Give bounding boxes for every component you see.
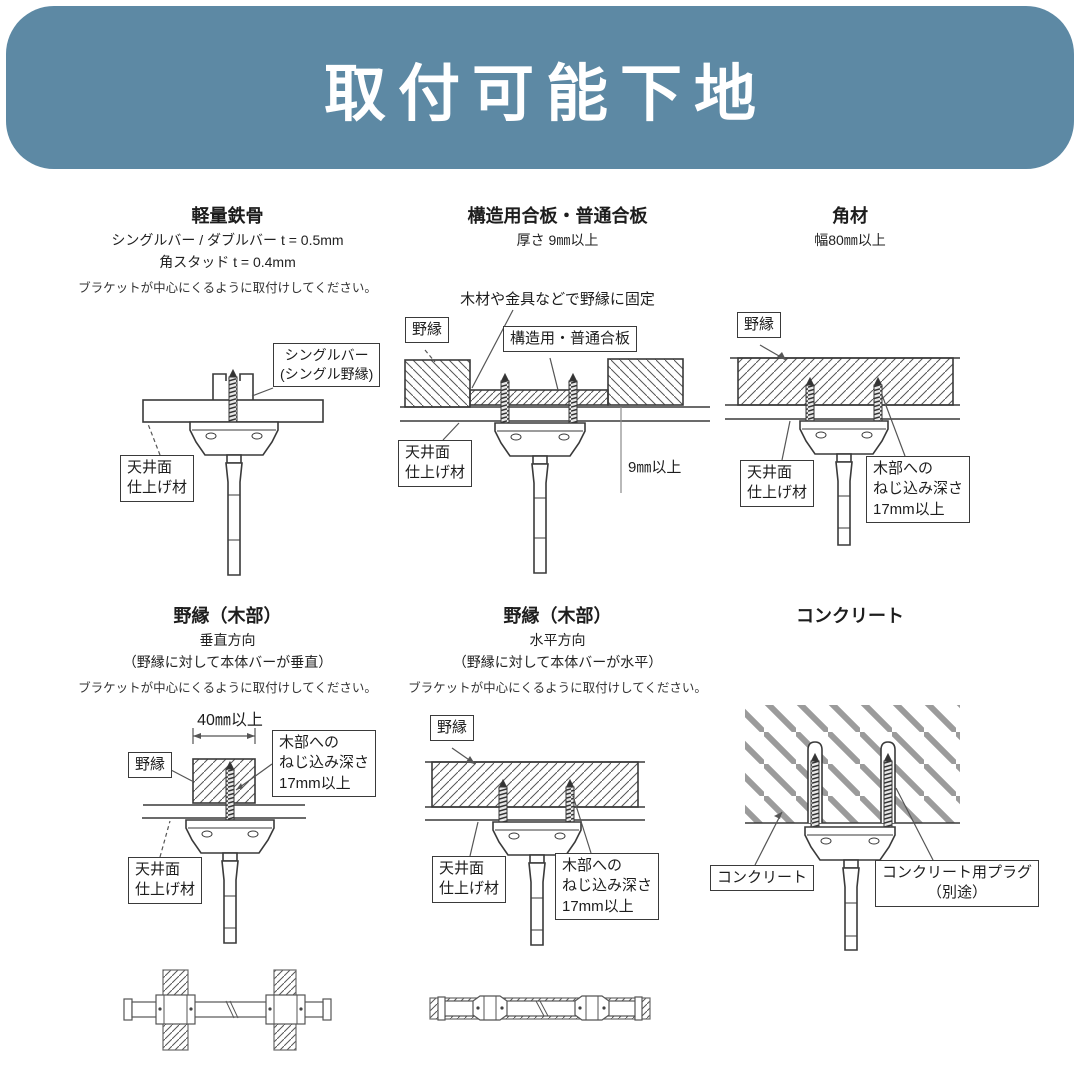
label-ceiling-finish: 天井面 仕上げ材 <box>398 440 473 487</box>
dim-9mm-text: 9㎜以上 <box>628 459 682 476</box>
label-nobuchi: 野縁 <box>128 752 173 779</box>
label-concrete: コンクリート <box>710 865 815 892</box>
mini-diagram-perpendicular <box>60 955 395 1080</box>
hanging-rod <box>842 867 860 951</box>
label-nobuchi: 野縁 <box>430 715 475 742</box>
break-mark <box>535 1000 549 1017</box>
single-bar-channel <box>212 373 254 400</box>
panel-title: 野縁（木部） <box>503 606 612 626</box>
mini-diagram-parallel <box>395 955 720 1080</box>
diagram-nobuchi-horizontal: 野縁 天井面 仕上げ材 木部への ねじ込み深さ 17mm以上 <box>395 700 720 955</box>
label-ceiling-finish: 天井面 仕上げ材 <box>120 455 195 502</box>
panel-head-nobuchi-vertical: 野縁（木部） 垂直方向 （野縁に対して本体バーが垂直） ブラケットが中心にくるよ… <box>60 603 395 697</box>
plywood-strip <box>469 389 609 406</box>
leader-lines <box>424 309 559 441</box>
furring-beam <box>431 761 639 808</box>
bracket-body <box>799 420 889 463</box>
panel-note: ブラケットが中心にくるように取付けしてください。 <box>78 681 377 695</box>
bar-bracket <box>574 995 610 1021</box>
label-ceiling-finish: 天井面 仕上げ材 <box>432 856 507 903</box>
main-bar <box>437 995 643 1021</box>
label-screw-depth: 木部への ねじ込み深さ 17mm以上 <box>555 853 660 920</box>
diagram-nobuchi-vertical: 40㎜以上 野縁 木部への ねじ込み深さ 17mm以上 天井面 仕上げ材 <box>60 700 395 955</box>
panel-spec: シングルバー / ダブルバー t = 0.5mm <box>111 232 344 248</box>
concrete-plug <box>807 741 823 828</box>
dim-40mm-text: 40㎜以上 <box>197 712 263 729</box>
hanging-rod <box>225 462 243 576</box>
panel-head-gohan: 構造用合板・普通合板 厚さ 9㎜以上 <box>395 203 720 251</box>
page-title: 取付可能下地 <box>323 59 768 129</box>
panel-title: 構造用合板・普通合板 <box>467 206 648 226</box>
bar-bracket <box>155 994 196 1025</box>
diagram-kakuzai: 野縁 天井面 仕上げ材 木部への ねじ込み深さ 17mm以上 <box>720 300 1080 580</box>
panel-note: ブラケットが中心にくるように取付けしてください。 <box>408 681 707 695</box>
panel-spec: 角スタッド t = 0.4mm <box>159 254 296 270</box>
concrete-hatch <box>745 705 960 823</box>
furring-block <box>192 758 256 804</box>
panel-note: ブラケットが中心にくるように取付けしてください。 <box>78 281 377 295</box>
panel-spec: 垂直方向 <box>199 632 256 648</box>
bar-bracket <box>265 994 306 1025</box>
panel-head-concrete: コンクリート <box>720 603 980 629</box>
panel-spec: 厚さ 9㎜以上 <box>516 232 599 248</box>
diagram-gohan: 木材や金具などで野縁に固定 野縁 構造用・普通合板 天井面 仕上げ材 9㎜以上 <box>395 288 720 580</box>
bracket-body <box>804 826 896 869</box>
panel-head-nobuchi-horizontal: 野縁（木部） 水平方向 （野縁に対して本体バーが水平） ブラケットが中心にくるよ… <box>395 603 720 697</box>
label-concrete-plug: コンクリート用プラグ （別途） <box>875 860 1040 907</box>
dimension-40mm <box>192 728 256 744</box>
panel-head-keiryotekkotsu: 軽量鉄骨 シングルバー / ダブルバー t = 0.5mm 角スタッド t = … <box>60 203 395 297</box>
bracket-body <box>189 421 279 464</box>
bar-bracket <box>472 995 508 1021</box>
panel-title: 野縁（木部） <box>173 606 282 626</box>
panel-title: 角材 <box>832 206 868 226</box>
panel-spec: 水平方向 <box>529 632 586 648</box>
label-nobuchi: 野縁 <box>405 317 450 344</box>
bracket-body <box>185 819 275 862</box>
label-ceiling-finish: 天井面 仕上げ材 <box>740 460 815 507</box>
panel-spec: 幅80㎜以上 <box>814 232 886 248</box>
leader-lines <box>159 763 273 858</box>
diagram-concrete: コンクリート コンクリート用プラグ （別途） <box>700 700 1080 955</box>
bracket-body <box>494 422 586 465</box>
panel-title: コンクリート <box>796 606 904 626</box>
label-screw-depth: 木部への ねじ込み深さ 17mm以上 <box>866 456 971 523</box>
furring-block-right <box>607 358 684 406</box>
caption-fix-to-furring: 木材や金具などで野縁に固定 <box>460 291 655 308</box>
leader-lines <box>451 747 592 857</box>
header-banner: 取付可能下地 <box>6 6 1074 169</box>
panel-head-kakuzai: 角材 幅80㎜以上 <box>720 203 980 251</box>
hanging-rod <box>531 463 549 574</box>
leader-lines <box>754 787 934 866</box>
break-mark <box>225 1000 239 1019</box>
panel-spec: （野縁に対して本体バーが水平） <box>452 654 663 670</box>
label-plywood: 構造用・普通合板 <box>503 326 638 353</box>
screw <box>500 372 578 444</box>
diagram-keiryotekkotsu: シングルバー (シングル野縁) 天井面 仕上げ材 <box>60 330 395 580</box>
hanging-rod <box>221 860 239 944</box>
hanging-rod <box>528 862 546 946</box>
main-bar <box>123 994 332 1025</box>
concrete-plug <box>880 741 896 828</box>
label-nobuchi: 野縁 <box>737 312 782 339</box>
panel-title: 軽量鉄骨 <box>191 206 264 226</box>
panel-spec: （野縁に対して本体バーが垂直） <box>122 654 333 670</box>
label-single-bar: シングルバー (シングル野縁) <box>273 343 381 387</box>
furring-block-left <box>404 359 471 408</box>
timber-beam <box>737 357 954 406</box>
label-screw-depth: 木部への ねじ込み深さ 17mm以上 <box>272 730 377 797</box>
leader-lines <box>759 344 906 461</box>
leader-lines <box>147 387 274 456</box>
label-ceiling-finish: 天井面 仕上げ材 <box>128 857 203 904</box>
hanging-rod <box>835 461 853 546</box>
